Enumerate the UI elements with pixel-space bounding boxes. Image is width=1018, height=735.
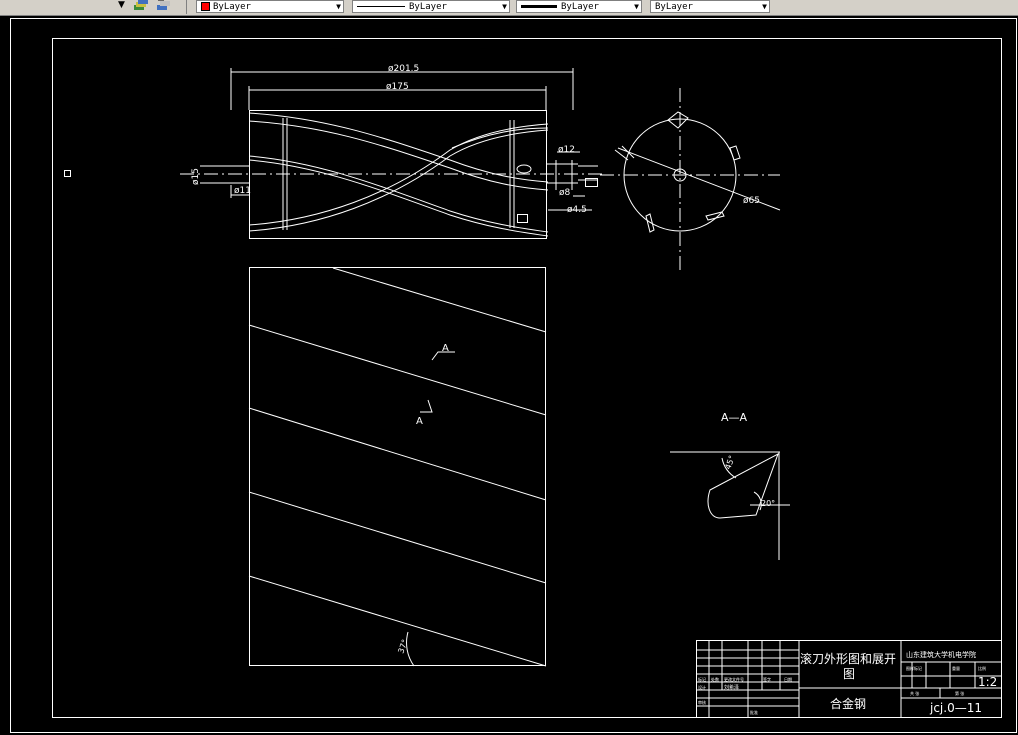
drawing-border [52,38,1002,718]
lineweight-label: ByLayer [561,2,599,12]
chevron-down-icon[interactable]: ▼ [336,2,341,11]
dim-inner-dia-label: ø175 [386,82,409,92]
chevron-down-icon[interactable]: ▼ [762,2,767,11]
dim-8-label: ø8 [559,188,571,198]
section-mark-a-bottom: A [416,416,423,427]
chevron-down-icon[interactable]: ▼ [634,2,639,11]
color-control[interactable]: ByLayer ▼ [196,0,344,13]
hdr-design: 设计 [698,684,706,690]
dim-shaft-15-label: ø15 [191,168,201,185]
dim-side-65-label: ø65 [743,196,760,206]
layer-states-icon[interactable] [133,0,149,12]
layer-dropdown-arrow[interactable]: ▼ [118,0,125,10]
hdr-scale: 比例 [978,665,986,671]
hdr-weight: 重量 [952,665,960,671]
plotstyle-label: ByLayer [655,2,693,12]
linetype-label: ByLayer [409,2,447,12]
linetype-control[interactable]: ByLayer ▼ [352,0,510,13]
institution-name: 山东建筑大学机电学院 [906,650,976,659]
hdr-date: 日期 [784,676,792,682]
hdr-sheet2: 第 张 [955,690,964,696]
cutter-front-view [180,68,605,239]
hdr-marker: 标记 [698,676,706,682]
scale-value: 1:2 [978,675,997,689]
material-label: 合金钢 [830,696,866,711]
section-mark-a-top: A [442,343,449,354]
layer-previous-icon[interactable] [156,0,172,12]
hdr-review: 审核 [698,699,706,705]
properties-toolbar: ▼ ByLayer ▼ ByLayer ▼ ByLayer ▼ ByLayer … [0,0,1018,16]
designer-name: 刘希泽 [724,684,739,691]
hdr-file: 更改文件号 [724,676,744,682]
section-a-a-view [670,451,790,560]
lineweight-control[interactable]: ByLayer ▼ [516,0,642,13]
angle-20-label: 20° [761,499,775,508]
ucs-marker-icon [64,170,71,177]
cutter-side-view [600,88,781,272]
dim-shaft-11-label: ø11 [234,186,251,196]
drawing-name-line1: 滚刀外形图和展开 [800,651,896,666]
linetype-sample-icon [357,6,405,7]
chevron-down-icon[interactable]: ▼ [502,2,507,11]
section-title: A—A [721,411,748,424]
lineweight-sample-icon [521,5,557,8]
dim-4-5-label: ø4.5 [567,205,587,215]
angle-45-label: 45° [723,454,736,470]
dim-12-label: ø12 [558,145,575,155]
drawing-name-line2: 图 [843,667,855,681]
hdr-sheet: 共 张 [910,690,919,696]
plotstyle-control[interactable]: ByLayer ▼ [650,0,770,13]
color-label: ByLayer [213,2,251,12]
hdr-sign: 签字 [763,676,771,682]
viewport-frame [10,18,1017,733]
dim-outer-dia-label: ø201.5 [388,64,419,74]
drawing-number: jcj.0—11 [929,701,982,715]
hdr-stage: 图样标记 [906,665,922,671]
hdr-count: 处数 [711,676,719,682]
color-swatch-icon [201,2,210,11]
title-block [696,640,1002,718]
development-view [248,267,547,667]
hdr-approve: 批准 [750,709,758,715]
